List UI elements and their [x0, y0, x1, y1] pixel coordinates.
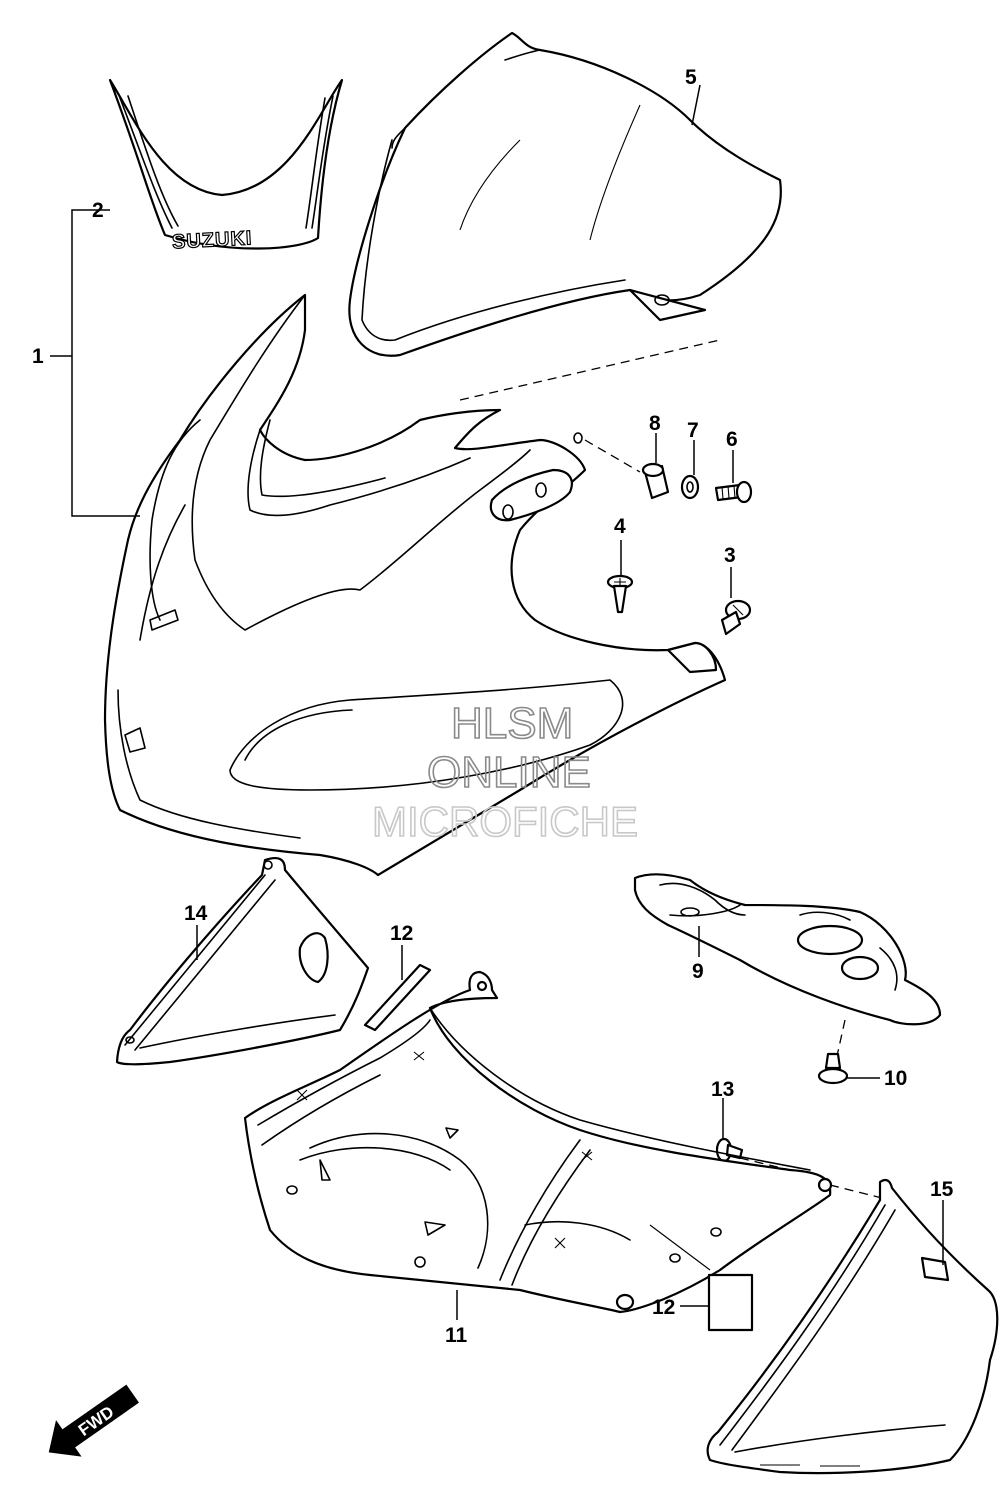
callout-7: 7: [687, 419, 699, 442]
attach-line-13: [739, 1157, 791, 1171]
callout-6: 6: [726, 428, 738, 451]
callout-3: 3: [724, 544, 736, 567]
screw-4-part[interactable]: [606, 574, 634, 614]
callout-12-lower: 12: [652, 1296, 675, 1319]
bolt-10-part[interactable]: [817, 1052, 849, 1085]
seal-strip-part[interactable]: [363, 963, 432, 1032]
watermark-line-2: ONLINE: [427, 748, 591, 797]
spacer-part[interactable]: [641, 462, 670, 500]
callout-13: 13: [711, 1078, 734, 1101]
washer-part[interactable]: [680, 474, 700, 500]
watermark-line-3: MICROFICHE: [372, 798, 638, 845]
windscreen-part[interactable]: [348, 31, 782, 357]
bolt-6-part[interactable]: [714, 480, 753, 504]
left-side-cover-part[interactable]: [115, 856, 370, 1066]
fwd-direction-badge: FWD: [48, 1384, 139, 1457]
watermark: HLSM ONLINE MICROFICHE: [371, 698, 639, 846]
right-side-cover-part[interactable]: [706, 1178, 999, 1475]
under-cowling-part[interactable]: [243, 970, 833, 1314]
callout-11: 11: [445, 1324, 468, 1347]
attach-line-screen: [459, 339, 721, 401]
emblem-decal-part[interactable]: SUZUKI: [108, 78, 344, 254]
attach-line-bolt: [584, 439, 641, 473]
callout-12-upper: 12: [390, 922, 413, 945]
arrow-left-icon: [48, 1384, 139, 1457]
leader-lines: [50, 84, 944, 1320]
callout-9: 9: [692, 960, 704, 983]
screw-3-part[interactable]: [720, 599, 752, 636]
callout-4: 4: [614, 515, 626, 538]
callout-5: 5: [685, 66, 697, 89]
callout-15: 15: [930, 1178, 954, 1201]
watermark-line-1: HLSM: [451, 699, 573, 748]
callout-8: 8: [649, 412, 661, 435]
decal-brand-text: SUZUKI: [171, 227, 252, 253]
foam-pad-part[interactable]: [707, 1273, 754, 1332]
callout-1: 1: [32, 345, 44, 368]
upper-cowling-part[interactable]: [103, 293, 727, 877]
callout-14: 14: [184, 902, 208, 925]
inner-panel-part[interactable]: [633, 873, 942, 1026]
callout-2: 2: [92, 199, 104, 222]
callout-10: 10: [884, 1067, 907, 1090]
screw-13-part[interactable]: [715, 1137, 744, 1163]
